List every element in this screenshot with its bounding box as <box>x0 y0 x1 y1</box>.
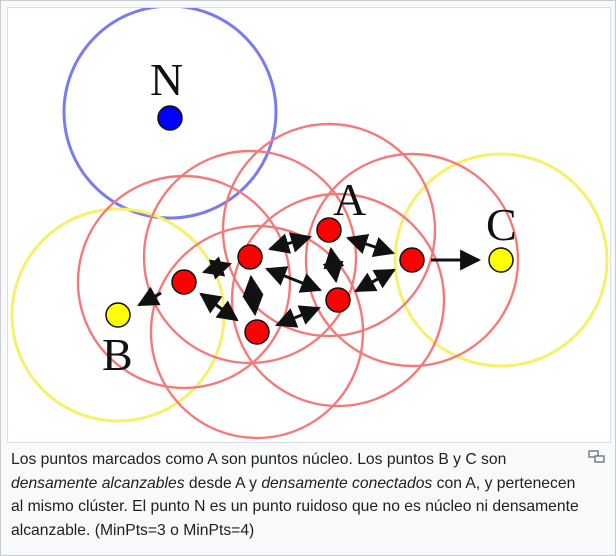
caption-text-part-2: desde A y <box>184 474 262 492</box>
figure-caption: Los puntos marcados como A son puntos nú… <box>11 448 586 542</box>
core-neighborhood <box>304 152 520 368</box>
data-points <box>105 105 514 345</box>
core-neighborhood <box>142 149 358 365</box>
border-point-c <box>488 247 514 273</box>
border-c-label: C <box>486 199 517 250</box>
core-link-arrow <box>354 268 396 293</box>
core-label: A <box>333 174 366 225</box>
core-link-arrow <box>199 292 239 322</box>
dbscan-illustration[interactable]: N A C B <box>7 7 611 443</box>
core-point <box>244 319 270 345</box>
enlarge-icon[interactable] <box>588 450 606 464</box>
caption-emphasis-densely-reachable: densamente alcanzables <box>11 474 185 492</box>
core-point <box>399 247 425 273</box>
core-link-arrow <box>275 305 321 328</box>
border-point-b <box>105 302 131 328</box>
caption-text-part-3: con A, y pertenecen al mismo clúster. El… <box>11 474 579 539</box>
core-point <box>325 287 351 313</box>
core-point <box>171 269 197 295</box>
arrow-to-b <box>137 286 162 307</box>
density-arrows <box>137 232 482 328</box>
noise-radius-circle <box>62 8 278 220</box>
border-b-label: B <box>102 329 133 380</box>
point-labels: N A C B <box>102 54 517 380</box>
core-point <box>316 217 342 243</box>
caption-text-part-1: Los puntos marcados como A son puntos nú… <box>11 451 507 468</box>
dbscan-diagram: N A C B <box>10 8 609 440</box>
noise-neighborhood <box>62 8 278 220</box>
core-link-arrow <box>267 232 313 254</box>
core-link-arrow <box>322 246 345 284</box>
caption-emphasis-densely-connected: densamente conectados <box>261 474 433 492</box>
noise-label: N <box>150 54 183 105</box>
noise-point <box>157 105 183 131</box>
core-link-arrow <box>242 274 264 317</box>
core-link-arrow <box>265 266 322 293</box>
core-neighborhood <box>149 224 365 440</box>
core-point <box>237 244 263 270</box>
border-c-neighborhood <box>393 152 609 368</box>
enlarge-icon-back-frame <box>588 450 599 458</box>
core-link-arrow <box>346 234 395 257</box>
enlarge-icon-front-frame <box>594 455 605 463</box>
core-neighborhood <box>221 122 437 338</box>
core-link-arrow <box>201 256 233 280</box>
